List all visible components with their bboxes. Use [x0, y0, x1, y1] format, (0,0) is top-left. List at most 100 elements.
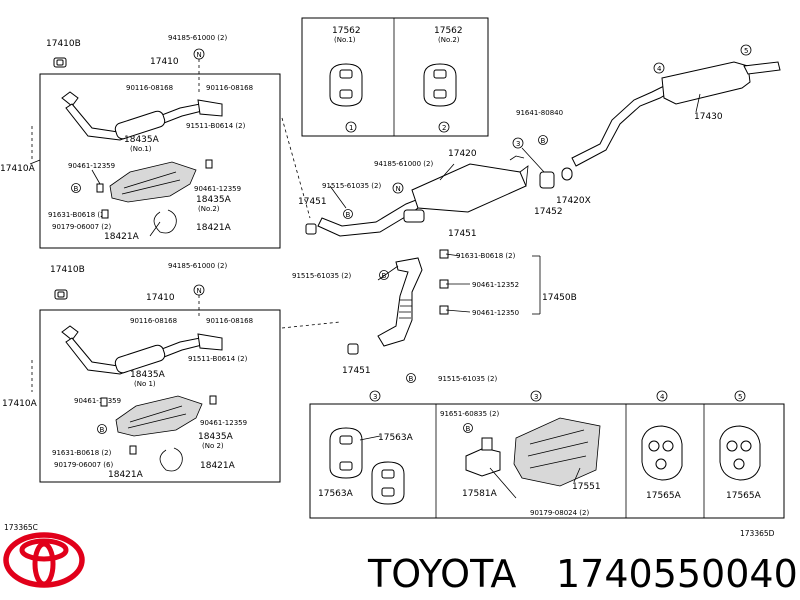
hanger-frame: [301, 17, 489, 137]
label-17562-left: 17562: [332, 26, 361, 36]
label-91631-flex: 91631-B0618 (2): [456, 252, 516, 260]
rubber-hanger-icon: [329, 427, 405, 505]
clamp-ring-icon: [153, 209, 177, 234]
label-17410-b: 17410: [146, 293, 175, 303]
heat-shield-icon: [513, 417, 601, 487]
bolt-marker-icon: [71, 183, 81, 193]
label-17420x: 17420X: [556, 196, 591, 206]
rubber-hanger-icon: [329, 63, 363, 107]
label-17410b-b: 17410B: [50, 265, 85, 275]
ref-5-main: 5: [744, 47, 748, 55]
flexible-pipe-icon: [377, 257, 423, 347]
gasket-17410b-icon: [54, 289, 68, 300]
label-17563a-a: 17563A: [378, 433, 414, 443]
bottom-assembly-frame: [39, 309, 281, 483]
detail-panels-frame: [309, 403, 785, 519]
ref-4-main: 4: [657, 65, 662, 73]
label-18435a-b-no1: (No 1): [134, 380, 156, 388]
label-91651: 91651-60835 (2): [440, 410, 499, 418]
label-91641: 91641-80840: [516, 109, 563, 117]
label-90461-flex-b: 90461-12350: [472, 309, 519, 317]
label-17451-flex: 17451: [342, 366, 371, 376]
label-17565a-a: 17565A: [646, 491, 682, 501]
label-b-bottom: B: [100, 426, 105, 434]
label-90116-a-b: 90116-08168: [130, 317, 177, 325]
label-90116-b-b: 90116-08168: [206, 317, 253, 325]
label-18435a-b-mid: 18435A: [198, 432, 234, 442]
label-17450b: 17450B: [542, 293, 577, 303]
ref-3-panel2: 3: [534, 393, 538, 401]
front-pipe-icon: [61, 325, 223, 375]
label-91511: 91511-B0614 (2): [186, 122, 246, 130]
label-94185: 94185-61000 (2): [168, 34, 227, 42]
label-17565a-b: 17565A: [726, 491, 762, 501]
label-18435a-b-no2: (No 2): [202, 442, 224, 450]
label-90461-right: 90461-12359: [194, 185, 241, 193]
top-manifold-assembly: 17410B 17410 94185-61000 (2) N 90116-081…: [0, 34, 311, 249]
label-n-main: N: [396, 185, 401, 193]
label-91511-b: 91511-B0614 (2): [188, 355, 248, 363]
ref-1: 1: [349, 124, 353, 132]
part-number: 1740550040: [556, 552, 798, 596]
ref-5-panel4: 5: [738, 393, 742, 401]
label-18421a-b-b: 18421A: [200, 461, 236, 471]
label-91515-flex-b: 91515-61035 (2): [438, 375, 497, 383]
label-n: N: [197, 51, 202, 59]
label-17452: 17452: [534, 207, 563, 217]
main-exhaust-system: 17420 94185-61000 (2) N 91515-61035 (2) …: [298, 44, 781, 239]
hanger-panel-top: 17562 (No.1) 17562 (No.2) 1 2: [301, 17, 489, 137]
label-91631: 91631-B0618 (2): [48, 211, 108, 219]
bottom-detail-panels: 3 17563A 17563A 3 91651-60835 (2) B 1758…: [309, 390, 785, 519]
drawing-code-left: 173365C: [4, 523, 38, 532]
label-18421a-a: 18421A: [104, 232, 140, 242]
label-18435a-no2: (No.2): [198, 205, 220, 213]
label-b-flex2: B: [409, 375, 414, 383]
label-90179: 90179-06007 (2): [52, 223, 111, 231]
label-b-main: B: [346, 211, 351, 219]
label-n-b: N: [197, 287, 202, 295]
top-assembly-frame: [39, 73, 281, 249]
label-b-top: B: [74, 185, 79, 193]
center-muffler-icon: [317, 155, 529, 237]
ref-4-panel3: 4: [660, 393, 665, 401]
label-90461-right-b: 90461-12359: [200, 419, 247, 427]
bottom-manifold-assembly: 17410B 17410 94185-61000 (2) N 90116-081…: [2, 262, 341, 483]
label-17410a-b: 17410A: [2, 399, 38, 409]
bracket-icon: [465, 437, 501, 477]
rubber-ring-hanger-icon: [719, 425, 761, 481]
label-90116-a: 90116-08168: [126, 84, 173, 92]
label-90461-left: 90461-12359: [68, 162, 115, 170]
rubber-ring-hanger-icon: [641, 425, 683, 481]
label-18435a-b-top: 18435A: [130, 370, 166, 380]
label-91515-flex-a: 91515-61035 (2): [292, 272, 351, 280]
tail-pipe-icon: [571, 61, 781, 167]
bolt-icon: [439, 249, 449, 315]
bolt-marker-icon: [97, 424, 107, 434]
leader-lines: [29, 93, 701, 499]
label-91515-main: 91515-61035 (2): [322, 182, 381, 190]
label-90461-left-b: 90461-12359: [74, 397, 121, 405]
label-90179-panel2: 90179-08024 (2): [530, 509, 589, 517]
clamp-ring-icon: [159, 447, 183, 472]
label-17410: 17410: [150, 57, 179, 67]
label-91631-b: 91631-B0618 (2): [52, 449, 112, 457]
catalytic-converter-icon: [115, 395, 203, 437]
label-17581a: 17581A: [462, 489, 498, 499]
label-18435a-mid: 18435A: [196, 195, 232, 205]
drawing-code-right: 173365D: [740, 529, 775, 538]
label-b-main2: B: [541, 137, 546, 145]
bolt-icon: [100, 395, 217, 455]
label-18421a-b: 18421A: [196, 223, 232, 233]
label-17451-a: 17451: [298, 197, 327, 207]
label-90461-flex-a: 90461-12352: [472, 281, 519, 289]
label-17451-b: 17451: [448, 229, 477, 239]
clamp-icon: [539, 167, 573, 189]
rubber-hanger-icon: [423, 63, 457, 107]
label-18435a-top: 18435A: [124, 135, 160, 145]
label-17420: 17420: [448, 149, 477, 159]
gasket-17410b-icon: [53, 57, 67, 68]
label-17562-right: 17562: [434, 26, 463, 36]
label-17563a-b: 17563A: [318, 489, 354, 499]
brand-name: TOYOTA: [367, 552, 516, 596]
